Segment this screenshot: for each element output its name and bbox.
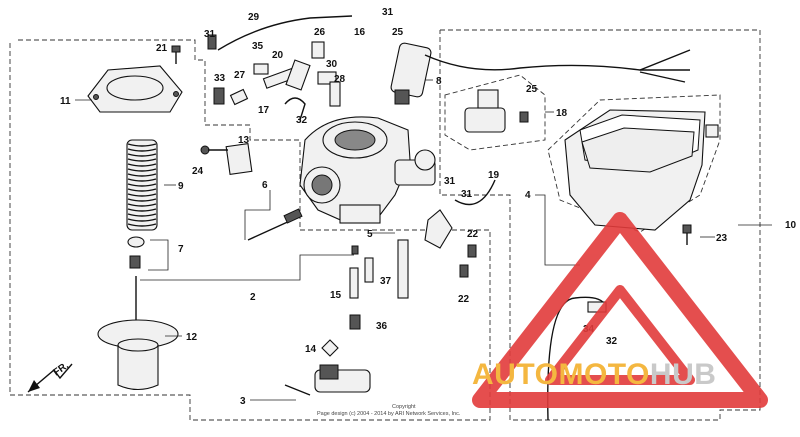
- callout-25b: 25: [526, 84, 538, 95]
- callout-33: 33: [214, 73, 226, 84]
- callout-24: 24: [192, 166, 204, 177]
- automotohub-logo: [472, 212, 768, 408]
- screw-set-part-6: [247, 208, 303, 241]
- callout-8: 8: [436, 76, 442, 87]
- spring-coil: [127, 213, 157, 217]
- cover-part-11: [87, 65, 183, 113]
- bracket-part-22: [424, 209, 477, 278]
- callout-20: 20: [272, 50, 284, 61]
- callout-35: 35: [252, 41, 264, 52]
- copyright-line2: Page design (c) 2004 - 2014 by ARI Netwo…: [317, 411, 461, 417]
- front-label: FR.: [51, 360, 71, 378]
- callout-22a: 22: [467, 229, 479, 240]
- callout-18: 18: [556, 108, 568, 119]
- spring-coil: [127, 168, 157, 172]
- callout-21: 21: [156, 43, 168, 54]
- callout-31a: 31: [204, 29, 216, 40]
- callout-25a: 25: [392, 27, 404, 38]
- spring-coil: [127, 153, 157, 157]
- callout-36: 36: [376, 321, 388, 332]
- screw-part-21: [171, 45, 181, 64]
- callout-30: 30: [326, 59, 338, 70]
- spring-coil: [127, 163, 157, 167]
- callout-31c: 31: [444, 176, 456, 187]
- callout-28: 28: [334, 74, 346, 85]
- callout-9: 9: [178, 181, 184, 192]
- float-chamber-part-4: [547, 94, 721, 233]
- auto-bystarter-part-8: [390, 42, 432, 105]
- callout-16: 16: [354, 27, 366, 38]
- spring-coil: [127, 218, 157, 222]
- front-direction-arrow: [27, 363, 73, 393]
- callout-29: 29: [248, 12, 260, 23]
- spring-coil: [127, 208, 157, 212]
- copyright-line1: Copyright: [392, 404, 416, 410]
- spring-coil: [127, 173, 157, 177]
- callout-14: 14: [305, 344, 317, 355]
- callout-12: 12: [186, 332, 198, 343]
- diaphragm-piston-part-12: [97, 319, 179, 391]
- callout-3: 3: [240, 396, 246, 407]
- callout-17: 17: [258, 105, 270, 116]
- callout-11: 11: [60, 96, 71, 107]
- callout-1: 10: [785, 220, 797, 231]
- thermo-valve-part-18: [444, 74, 546, 151]
- callout-31d: 31: [461, 189, 473, 200]
- callout-13: 13: [238, 135, 250, 146]
- hose-part-29: [217, 15, 353, 51]
- spring-coil: [127, 223, 157, 227]
- watermark-text: AUTOMOTOHUB: [472, 358, 716, 391]
- callout-32b: 32: [606, 336, 618, 347]
- jet-parts: [349, 239, 409, 330]
- callout-23: 23: [716, 233, 728, 244]
- carburetor-body: [299, 116, 436, 224]
- callout-37: 37: [380, 276, 392, 287]
- spring-coil: [127, 193, 157, 197]
- callout-7: 7: [178, 244, 184, 255]
- spring-coil: [127, 148, 157, 152]
- callout-5: 5: [367, 229, 373, 240]
- spring-part-9: [126, 139, 158, 231]
- callout-2: 2: [250, 292, 256, 303]
- spring-coil: [127, 158, 157, 162]
- spring-coil: [127, 188, 157, 192]
- small-parts-cluster: [207, 34, 341, 121]
- needle-clip-part-7: [127, 236, 145, 269]
- spring-coil: [127, 198, 157, 202]
- hose-part-19: [454, 179, 496, 206]
- spring-coil: [127, 178, 157, 182]
- assembly-frame-left: [9, 39, 491, 421]
- callout-4: 4: [525, 190, 531, 201]
- leader-lines: [75, 79, 772, 401]
- callout-19: 19: [488, 170, 500, 181]
- callout-32a: 32: [296, 115, 308, 126]
- drain-hose-part-34: [547, 296, 606, 421]
- float-part-3: [284, 339, 371, 396]
- spring-coil: [127, 203, 157, 207]
- spring-coil: [127, 183, 157, 187]
- callout-27: 27: [234, 70, 246, 81]
- wire-harness: [424, 49, 691, 71]
- callout-6: 6: [262, 180, 268, 191]
- spring-coil: [127, 143, 157, 147]
- bracket-part-13: [200, 142, 253, 176]
- callout-26: 26: [314, 27, 326, 38]
- callout-31b: 31: [382, 7, 394, 18]
- callout-15: 15: [330, 290, 342, 301]
- screw-part-23: [682, 224, 692, 245]
- callout-22b: 22: [458, 294, 470, 305]
